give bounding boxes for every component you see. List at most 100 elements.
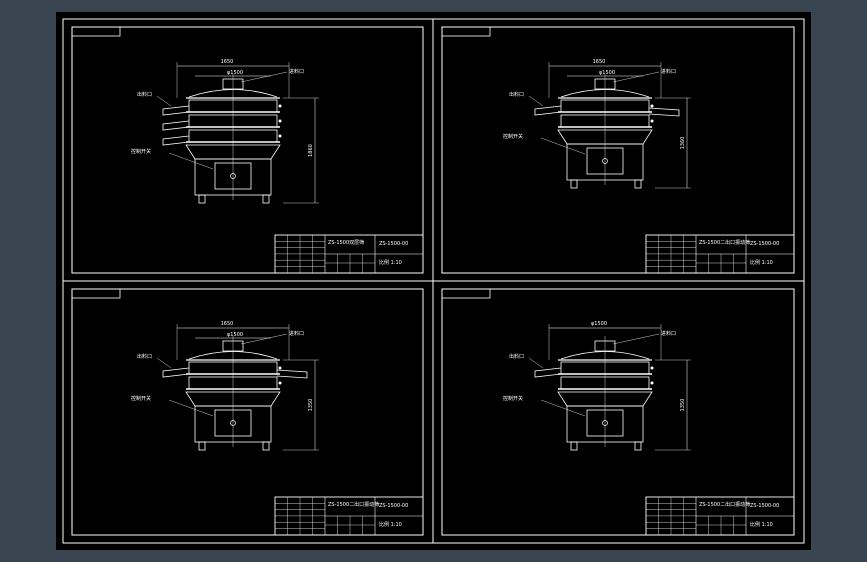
leader-line <box>612 71 660 83</box>
clamp-bolt <box>278 119 282 123</box>
callout-control-switch: 控制开关 <box>503 133 523 140</box>
callout-inlet: 进料口 <box>289 330 304 337</box>
discharge-outlet-right <box>276 369 308 379</box>
sheet-frame <box>441 288 795 536</box>
motor-housing <box>566 143 644 181</box>
control-switch-icon <box>602 158 608 164</box>
frame-code-box <box>441 288 491 299</box>
drawing-title: ZS-1500二出口振动筛 <box>699 239 750 246</box>
leader-line <box>156 357 172 369</box>
drawing-title: ZS-1500双层筛 <box>328 239 364 246</box>
callout-outlet: 出料口 <box>137 91 152 98</box>
drawing-number: ZS-1500-00 <box>379 503 408 509</box>
support-foot <box>634 179 642 189</box>
callout-control-switch: 控制开关 <box>131 395 151 402</box>
frame-code-box <box>71 288 121 299</box>
width-dimension-text: φ1500 <box>591 321 607 327</box>
control-switch-icon <box>230 420 236 426</box>
callout-control-switch: 控制开关 <box>503 395 523 402</box>
sheet-frame <box>71 288 424 536</box>
control-box <box>214 162 252 190</box>
vibrating-screen-elevation <box>534 336 654 451</box>
control-switch-icon <box>230 173 236 179</box>
callout-outlet: 出料口 <box>137 353 152 360</box>
support-foot <box>262 441 270 451</box>
control-switch-icon <box>602 420 608 426</box>
callout-inlet: 进料口 <box>661 330 676 337</box>
dimensions: 1650 φ1500 1860 <box>176 59 319 204</box>
discharge-outlet <box>534 105 562 116</box>
callout-control-switch: 控制开关 <box>131 148 151 155</box>
vibrating-screen-elevation <box>162 74 282 204</box>
support-foot <box>198 194 206 204</box>
height-dimension-text: 1350 <box>680 399 686 412</box>
clamp-bolt <box>650 366 654 370</box>
support-foot <box>262 194 270 204</box>
clamp-bolt <box>278 104 282 108</box>
discharge-outlet <box>162 105 190 116</box>
drawing-number: ZS-1500-00 <box>750 241 779 247</box>
frame-code-box <box>71 26 121 37</box>
support-foot <box>570 441 578 451</box>
support-foot <box>198 441 206 451</box>
drawing-scale: 比例 1:10 <box>750 259 773 266</box>
inner-dimension-text: φ1500 <box>227 70 243 76</box>
leader-line <box>612 333 660 345</box>
clamp-bolt <box>650 119 654 123</box>
leader-line <box>528 95 544 107</box>
discharge-outlet <box>534 367 562 378</box>
leader-line <box>540 399 586 417</box>
frame-code-box <box>441 26 491 37</box>
discharge-outlet-right <box>648 107 680 117</box>
drawing-scale: 比例 1:10 <box>750 521 773 528</box>
clamp-bolt <box>650 104 654 108</box>
discharge-outlet <box>162 120 190 131</box>
motor-housing <box>194 405 272 443</box>
callout-outlet: 出料口 <box>509 91 524 98</box>
motor-housing <box>566 405 644 443</box>
clamp-bolt <box>650 381 654 385</box>
clamp-bolt <box>278 381 282 385</box>
drawing-number: ZS-1500-00 <box>750 503 779 509</box>
drawing-number: ZS-1500-00 <box>379 241 408 247</box>
motor-housing <box>194 158 272 196</box>
callout-inlet: 进料口 <box>661 68 676 75</box>
clamp-bolt <box>278 366 282 370</box>
clamp-bolt <box>278 134 282 138</box>
support-foot <box>634 441 642 451</box>
control-box <box>586 409 624 437</box>
leader-line <box>240 333 288 345</box>
inner-dimension-text: φ1500 <box>227 332 243 338</box>
width-dimension-text: 1650 <box>221 59 234 65</box>
leader-line <box>156 95 172 107</box>
width-dimension-text: 1650 <box>593 59 606 65</box>
drawing-title: ZS-1500二出口振动筛 <box>328 501 379 508</box>
support-foot <box>570 179 578 189</box>
dimensions: φ1500 1350 <box>548 321 691 451</box>
vibrating-screen-elevation <box>162 336 308 451</box>
leader-line <box>528 357 544 369</box>
vibrating-screen-elevation <box>534 74 680 189</box>
height-dimension-text: 1350 <box>308 399 314 412</box>
drawing-scale: 比例 1:10 <box>379 521 402 528</box>
discharge-outlet <box>162 135 190 146</box>
control-box <box>214 409 252 437</box>
sheet-frame <box>441 26 795 274</box>
inner-dimension-text: φ1500 <box>599 70 615 76</box>
height-dimension-text: 1860 <box>308 144 314 157</box>
